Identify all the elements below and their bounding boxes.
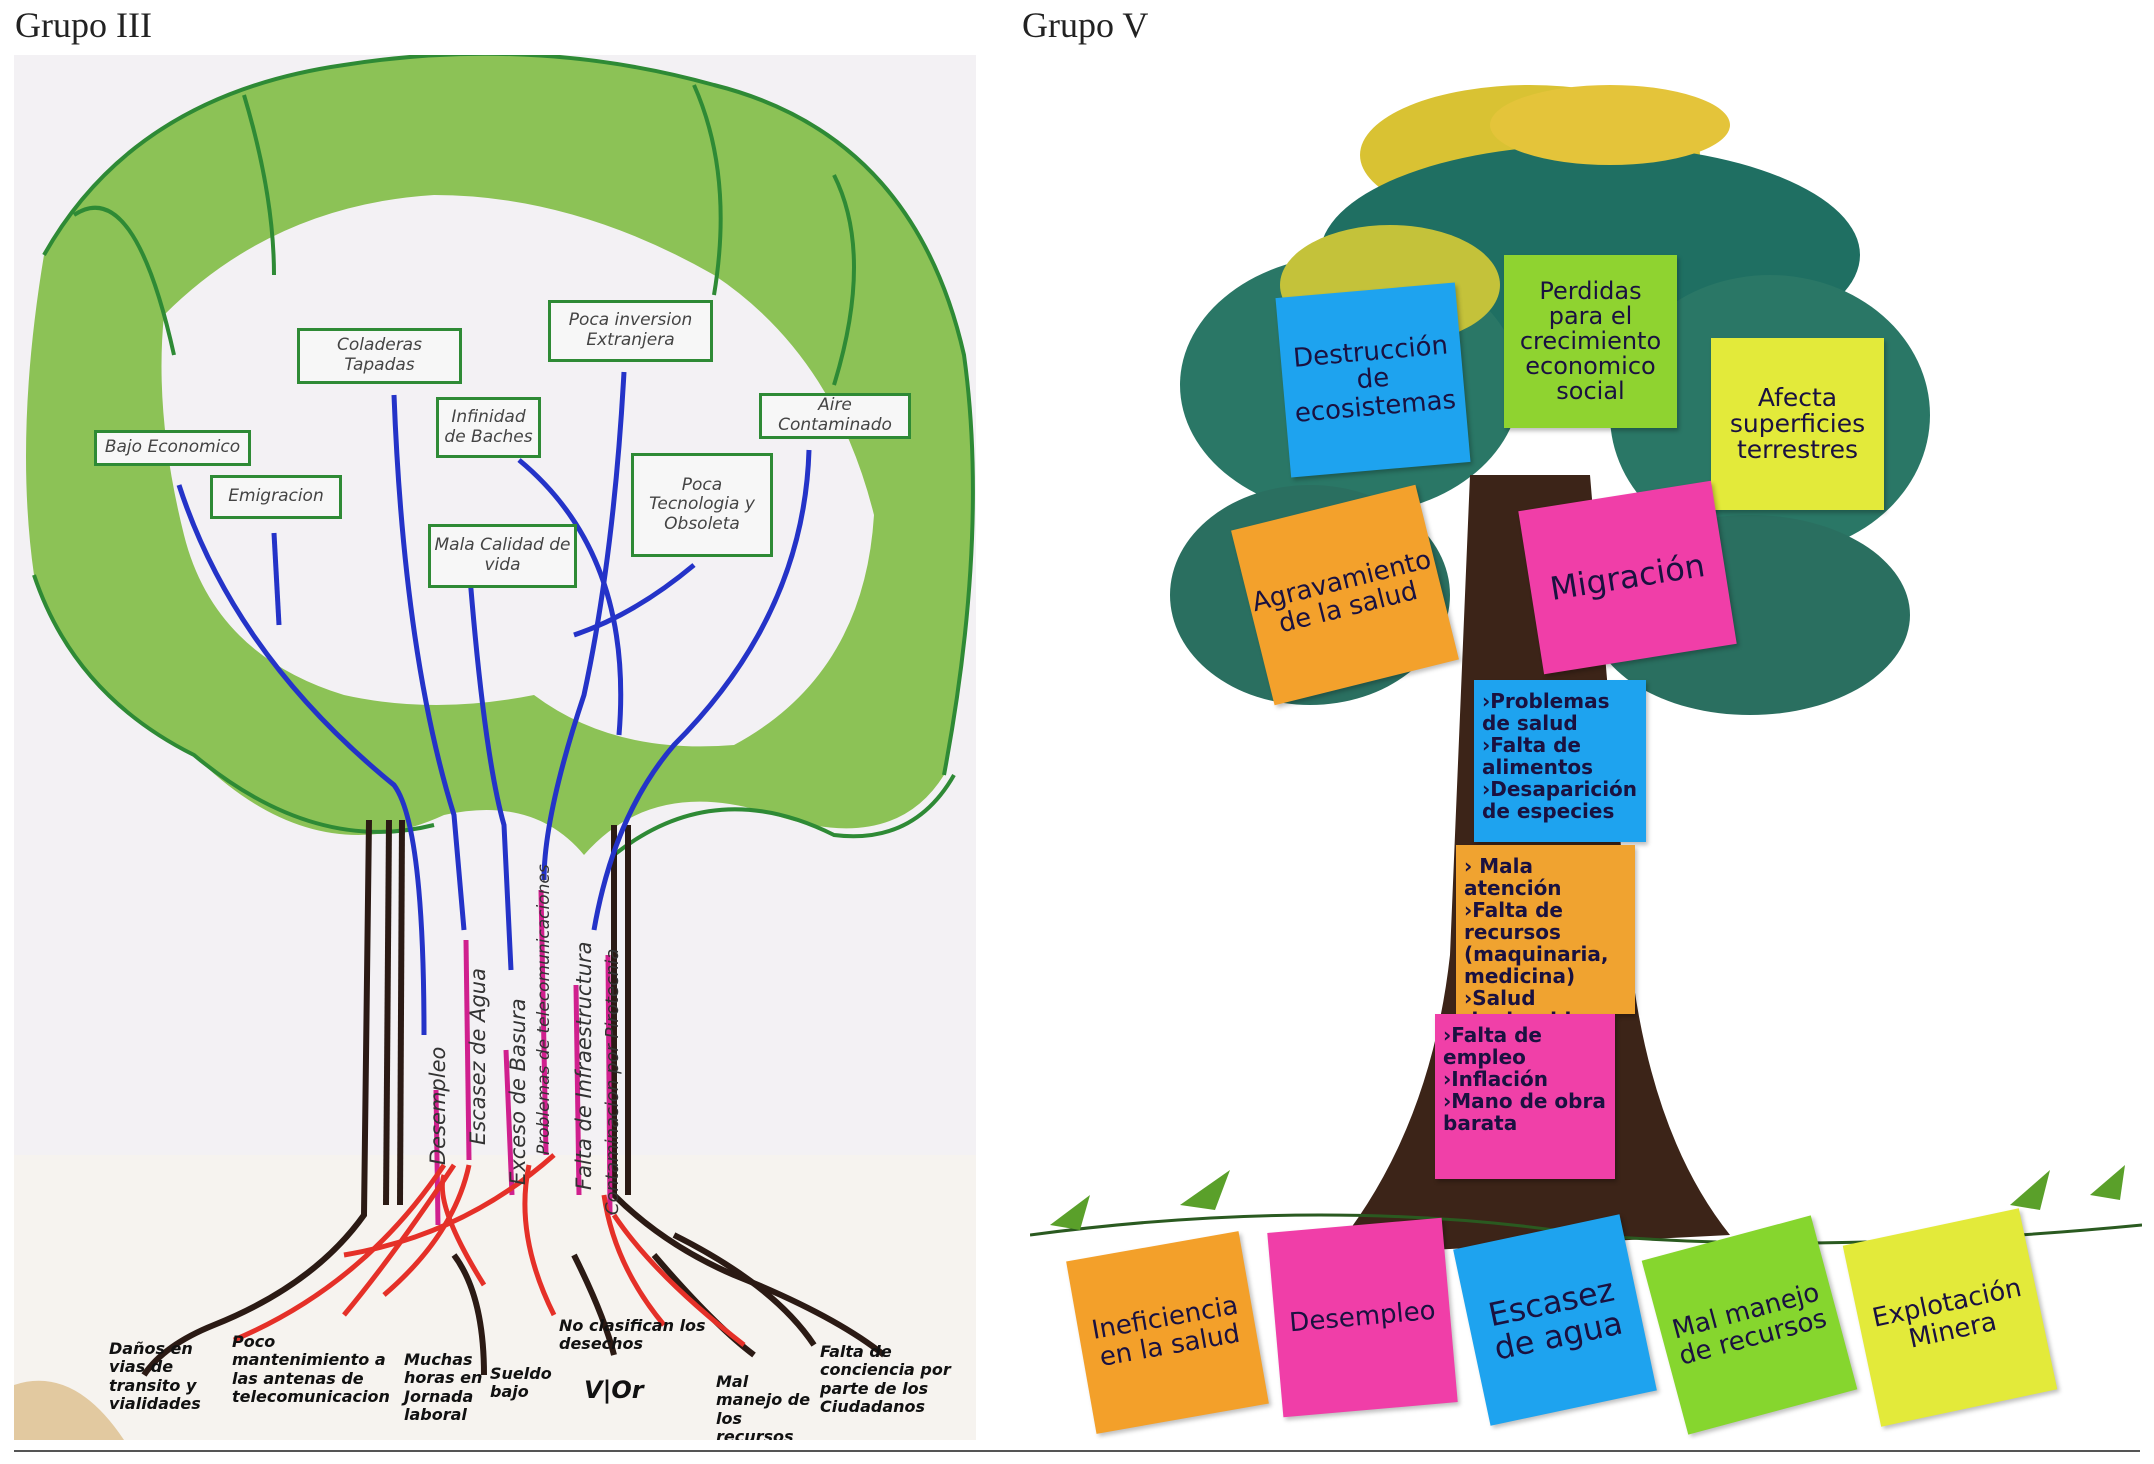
- trunk-note-item: › Mala atención: [1464, 854, 1562, 900]
- crown-box-poca-inversion: Poca inversion Extranjera: [548, 300, 713, 362]
- trunk-label-pirotecnia: Contaminacion por Pirotecnia: [602, 948, 623, 1215]
- root-note-desempleo: Desempleo: [1267, 1217, 1458, 1418]
- grupo-iii-problem-tree-photo: Coladeras Tapadas Poca inversion Extranj…: [14, 55, 976, 1440]
- trunk-note-item: ›Falta de recursos (maquinaria, medicina…: [1464, 898, 1609, 988]
- root-note-escasez-agua: Escasez de agua: [1453, 1214, 1657, 1426]
- crown-box-poca-tecnologia: Poca Tecnologia y Obsoleta: [631, 453, 773, 557]
- crown-box-mala-calidad-vida: Mala Calidad de vida: [428, 524, 577, 588]
- crown-note-perdidas: Perdidas para el crecimiento economico s…: [1504, 255, 1677, 428]
- trunk-label-escasez-agua: Escasez de Agua: [466, 968, 490, 1145]
- crown-note-destruccion: Destrucción de ecosistemas: [1275, 282, 1471, 478]
- trunk-label-desempleo: Desempleo: [426, 1046, 450, 1165]
- crown-note-migracion: Migración: [1518, 480, 1737, 675]
- crown-box-aire-contaminado: Aire Contaminado: [759, 393, 911, 439]
- root-label-mantenimiento-antenas: Poco mantenimiento a las antenas de tele…: [232, 1332, 390, 1407]
- trunk-note-item: ›Problemas de salud: [1482, 689, 1610, 735]
- trunk-label-infraestructura: Falta de Infraestructura: [572, 941, 596, 1190]
- root-label-v-or: V|Or: [584, 1376, 644, 1404]
- crown-box-bajo-economico: Bajo Economico: [94, 430, 251, 466]
- figure-bottom-rule: [14, 1450, 2140, 1452]
- caption-grupo-v: Grupo V: [1022, 5, 1149, 45]
- caption-grupo-iii: Grupo III: [15, 5, 152, 45]
- root-label-no-clasifican: No clasifican los desechos: [559, 1316, 706, 1354]
- root-label-danos-vias: Daños en vias de transito y vialidades: [109, 1339, 201, 1414]
- trunk-label-telecomunicaciones: Problemas de telecomunicaciones: [534, 864, 554, 1155]
- root-label-falta-conciencia: Falta de conciencia por parte de los Ciu…: [820, 1342, 951, 1417]
- grupo-v-problem-tree-photo: Destrucción de ecosistemas Perdidas para…: [1030, 55, 2142, 1440]
- root-label-mal-manejo: Mal manejo de los recursos Publicos: [716, 1372, 811, 1440]
- trunk-note-item: ›Falta de alimentos: [1482, 733, 1594, 779]
- trunk-note-item: ›Falta de empleo: [1443, 1023, 1542, 1069]
- trunk-note-item: ›Inflación: [1443, 1067, 1548, 1091]
- hand-drawn-tree-drawing: [14, 55, 976, 1440]
- trunk-note-item: ›Desaparición de especies: [1482, 777, 1638, 823]
- crown-box-emigracion: Emigracion: [210, 475, 342, 519]
- trunk-note-item: ›Mano de obra barata: [1443, 1089, 1606, 1135]
- crown-note-afecta-superficies: Afecta superficies terrestres: [1711, 338, 1884, 510]
- root-label-horas-jornada: Muchas horas en Jornada laboral: [404, 1350, 483, 1425]
- trunk-note-blue: ›Problemas de salud ›Falta de alimentos …: [1474, 680, 1646, 842]
- root-note-explotacion-minera: Explotación Minera: [1842, 1208, 2058, 1427]
- root-label-sueldo-bajo: Sueldo bajo: [490, 1364, 552, 1402]
- trunk-label-exceso-basura: Exceso de Basura: [506, 998, 530, 1185]
- crown-box-infinidad-baches: Infinidad de Baches: [436, 397, 541, 458]
- crown-box-coladeras-tapadas: Coladeras Tapadas: [297, 328, 462, 384]
- trunk-note-pink: ›Falta de empleo ›Inflación ›Mano de obr…: [1435, 1014, 1615, 1179]
- trunk-note-orange: › Mala atención ›Falta de recursos (maqu…: [1456, 845, 1635, 1031]
- root-note-ineficiencia-salud: Ineficiencia en la salud: [1066, 1231, 1269, 1434]
